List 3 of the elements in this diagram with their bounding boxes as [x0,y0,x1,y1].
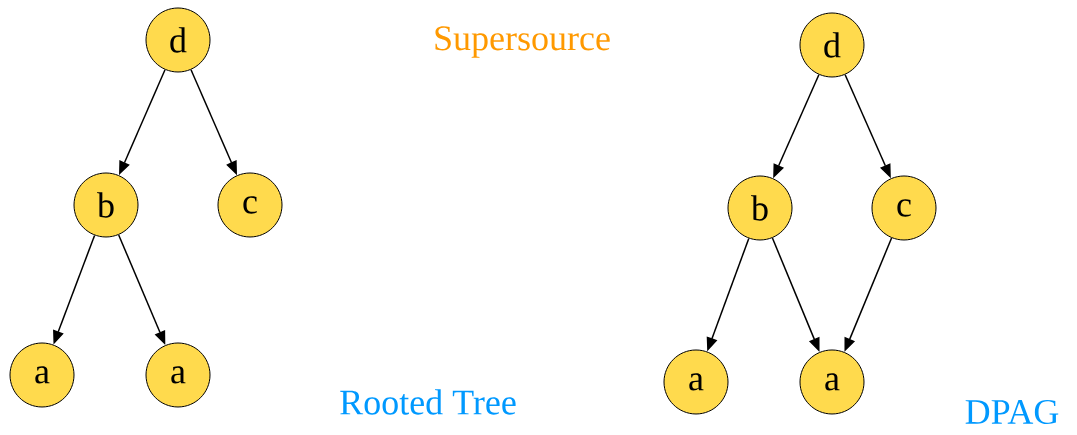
heading: Rooted Tree [340,389,516,415]
heading: Supersource [435,26,610,58]
heading: DPAG [965,399,1059,425]
